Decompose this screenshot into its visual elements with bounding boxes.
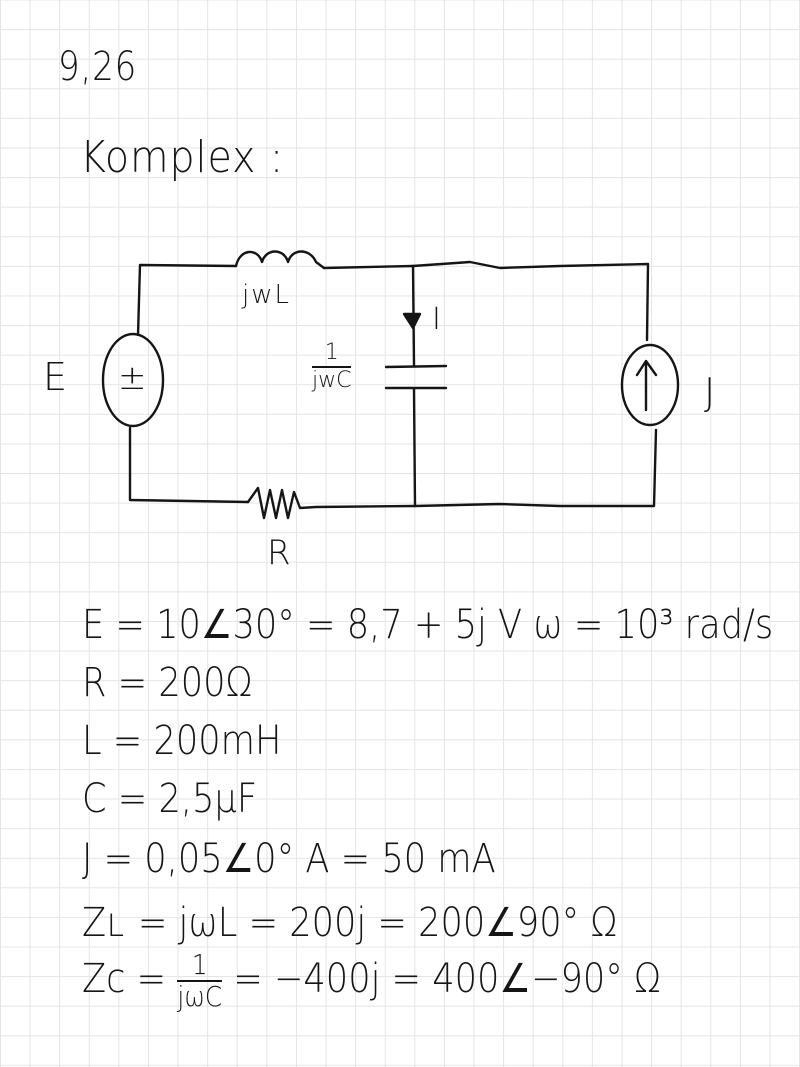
equation-E: E = 10∠30° = 8,7 + 5j V ω = 10³ rad/s [82,602,774,648]
capacitor-denominator: jwC [312,368,352,393]
equation-ZC-suffix: = −400j = 400∠−90° Ω [233,956,661,1002]
capacitor-numerator: 1 [312,340,352,368]
resistor-label: R [267,533,291,573]
equation-R: R = 200Ω [82,660,253,706]
equation-ZL: Zʟ = jωL = 200j = 200∠90° Ω [82,900,618,946]
equation-L: L = 200mH [82,718,282,764]
problem-number: 9,26 [58,44,138,90]
capacitor-plate-top [384,364,448,369]
voltage-source-E-circle [101,332,165,428]
source-J-label: J [704,370,716,414]
current-arrow [402,312,422,330]
circuit-diagram [101,250,680,520]
equation-ZC-denominator: jωC [177,980,223,1013]
equation-J: J = 0,05∠0° A = 50 mA [82,836,496,882]
current-source-J-circle [620,343,680,427]
resistor-zigzag [246,486,417,520]
inductor-label: jwL [242,280,291,310]
wire-top-middle [322,264,415,270]
source-E-symbol: ± [118,358,147,398]
wire-top-left [136,263,238,337]
equation-ZC-fraction: 1 jωC [177,950,223,1013]
wire-middle-lower [412,387,417,508]
source-E-label: E [43,355,68,399]
section-title: Komplex : [80,132,285,183]
up-arrow-icon [635,359,658,412]
equation-ZC-prefix: Zc = [82,956,167,1002]
equation-C: C = 2,5μF [82,776,258,822]
wire-left-lower [128,426,250,504]
inductor-coil [234,250,326,270]
wire-bottom-right [413,428,658,508]
capacitor-label: 1 jwC [312,340,352,394]
equation-ZC-numerator: 1 [177,950,223,982]
equation-ZC: Zc = 1 jωC = −400j = 400∠−90° Ω [82,950,661,1012]
wire-top-right [411,260,650,342]
current-label: I [432,302,441,337]
